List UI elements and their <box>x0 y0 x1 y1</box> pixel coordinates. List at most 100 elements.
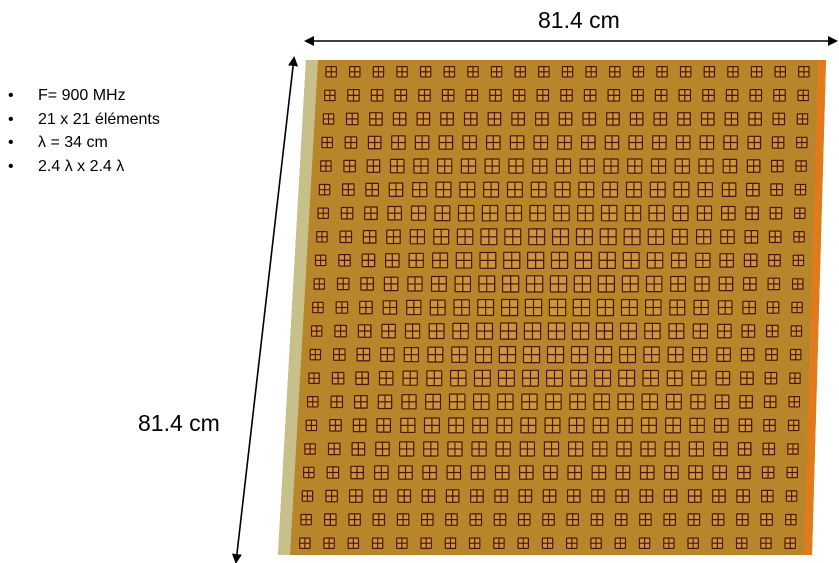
unit-cell <box>421 513 434 526</box>
unit-cell <box>365 182 379 197</box>
unit-cell <box>746 182 760 197</box>
unit-cell <box>448 417 465 434</box>
unit-cell <box>578 181 595 198</box>
unit-cell <box>541 537 554 549</box>
spec-item-wavelength: •λ = 34 cm <box>4 131 160 155</box>
unit-cell <box>360 277 374 291</box>
unit-cell <box>447 441 463 457</box>
unit-cell <box>673 181 690 198</box>
unit-cell <box>566 489 581 503</box>
unit-cell <box>570 369 588 387</box>
unit-cell <box>404 323 421 339</box>
unit-cell <box>322 113 335 125</box>
unit-cell <box>793 231 805 243</box>
bullet-icon: • <box>8 87 14 104</box>
unit-cell <box>721 205 736 221</box>
spec-text: 21 x 21 éléments <box>38 110 160 128</box>
unit-cell <box>367 135 382 150</box>
unit-cell <box>700 112 715 126</box>
bullet-icon: • <box>8 157 14 175</box>
unit-cell <box>484 158 500 174</box>
unit-cell <box>536 89 550 102</box>
unit-cell <box>643 346 660 363</box>
unit-cell <box>312 301 324 314</box>
unit-cell <box>687 489 702 503</box>
unit-cell <box>372 66 385 78</box>
unit-cell <box>503 251 521 269</box>
unit-cell <box>327 442 341 456</box>
unit-cell <box>383 276 399 292</box>
unit-cell <box>344 136 358 149</box>
unit-cell <box>786 466 798 479</box>
unit-cell <box>602 181 619 198</box>
unit-cell <box>454 275 471 293</box>
unit-cell <box>509 135 525 150</box>
unit-cell <box>320 160 332 172</box>
unit-cell <box>323 537 335 549</box>
unit-cell <box>508 158 524 174</box>
unit-cell <box>798 66 810 78</box>
spec-item-elements: •21 x 21 éléments <box>4 108 160 132</box>
unit-cell <box>335 301 349 314</box>
unit-cell <box>764 371 778 385</box>
unit-cell <box>314 254 327 267</box>
unit-cell <box>766 324 779 338</box>
unit-cell <box>555 158 572 174</box>
unit-cell <box>342 183 355 196</box>
unit-cell <box>364 206 378 221</box>
unit-cell <box>467 66 479 78</box>
unit-cell <box>639 489 654 503</box>
unit-cell <box>642 369 659 387</box>
unit-cell <box>760 513 773 526</box>
unit-cell <box>715 370 731 386</box>
unit-cell <box>790 325 803 337</box>
unit-cell <box>579 158 595 174</box>
unit-cell <box>703 66 716 78</box>
unit-cell <box>550 251 569 269</box>
unit-cell <box>760 537 772 549</box>
unit-cell <box>402 370 418 386</box>
unit-cell <box>717 323 732 339</box>
unit-cell <box>505 204 523 222</box>
unit-cell <box>569 393 586 410</box>
unit-cell <box>771 159 784 173</box>
unit-cell <box>590 513 604 526</box>
unit-cell <box>609 66 621 78</box>
unit-cell <box>723 135 738 150</box>
bullet-icon: • <box>8 134 14 151</box>
unit-cell <box>615 489 629 503</box>
unit-cell <box>359 300 373 315</box>
unit-cell <box>722 158 738 174</box>
unit-cell <box>329 419 342 432</box>
unit-cell <box>769 206 783 220</box>
unit-cell <box>591 465 607 480</box>
unit-cell <box>688 441 704 457</box>
unit-cell <box>796 136 808 149</box>
unit-cell <box>533 135 549 150</box>
unit-cell <box>571 322 590 340</box>
unit-cell <box>763 395 777 409</box>
unit-cell <box>512 89 526 102</box>
unit-cell <box>522 346 541 364</box>
unit-cell <box>624 204 642 222</box>
unit-cell <box>547 322 566 340</box>
unit-cell <box>381 323 396 339</box>
unit-cell <box>674 158 690 174</box>
unit-cell <box>325 489 338 503</box>
unit-cell <box>622 251 640 269</box>
unit-cell <box>628 135 643 150</box>
unit-cell <box>739 395 753 409</box>
unit-cell <box>373 489 387 503</box>
unit-cell <box>355 371 369 386</box>
unit-cell <box>593 393 610 410</box>
unit-cell <box>697 182 713 198</box>
unit-cell <box>535 112 549 126</box>
unit-cell <box>691 370 707 386</box>
unit-cell <box>324 89 336 102</box>
unit-cell <box>792 254 805 267</box>
unit-cell <box>617 393 634 410</box>
unit-cell <box>695 252 711 268</box>
unit-cell <box>665 393 682 410</box>
unit-cell <box>623 228 641 246</box>
unit-cell <box>641 393 658 410</box>
